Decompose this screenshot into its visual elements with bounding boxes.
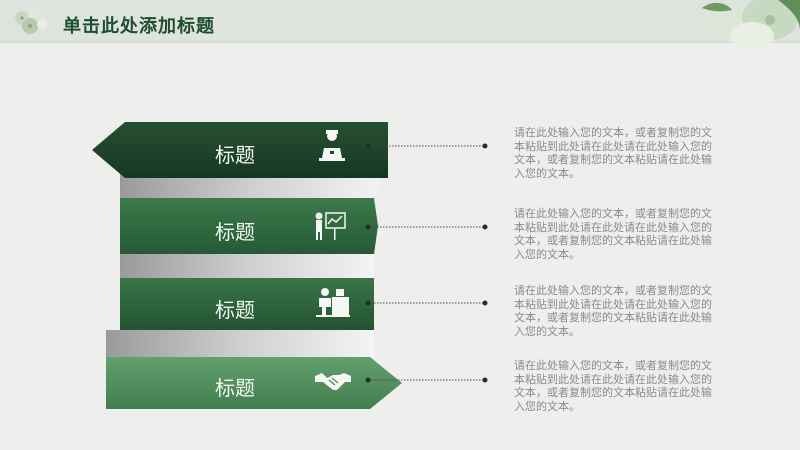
office-worker-icon xyxy=(316,288,350,317)
connector-dot xyxy=(482,224,488,230)
description-text-2: 请在此处输入您的文本，或者复制您的文本粘贴到此处请在此处请在此处输入您的文本，或… xyxy=(514,207,712,261)
title-band-1[interactable] xyxy=(92,122,388,178)
band-title-2: 标题 xyxy=(215,220,255,244)
connector-dot xyxy=(365,143,371,149)
connector-dot xyxy=(482,143,488,149)
title-band-3[interactable] xyxy=(120,278,374,330)
description-text-4: 请在此处输入您的文本，或者复制您的文本粘贴到此处请在此处请在此处输入您的文本，或… xyxy=(514,359,712,413)
connector-dot xyxy=(365,377,371,383)
ribbon-fold xyxy=(120,252,374,278)
flower-decoration-icon xyxy=(702,0,800,48)
connector-dot xyxy=(365,300,371,306)
ribbon-fold xyxy=(106,330,374,357)
band-title-3: 标题 xyxy=(215,298,255,322)
connector-dot xyxy=(482,377,488,383)
flower-decoration-icon xyxy=(15,8,47,34)
presentation-board-icon xyxy=(315,212,346,240)
title-band-4[interactable] xyxy=(106,357,402,409)
title-band-2[interactable] xyxy=(120,198,378,254)
description-text-1: 请在此处输入您的文本，或者复制您的文本粘贴到此处请在此处请在此处输入您的文本，或… xyxy=(514,126,712,180)
handshake-icon xyxy=(315,373,351,390)
connector-dot xyxy=(482,300,488,306)
presenter-laptop-icon xyxy=(319,130,345,161)
description-text-3: 请在此处输入您的文本，或者复制您的文本粘贴到此处请在此处请在此处输入您的文本，或… xyxy=(514,284,712,338)
header-bar: 单击此处添加标题 xyxy=(0,0,800,48)
ribbon-fold xyxy=(120,173,383,198)
band-title-4: 标题 xyxy=(215,376,255,400)
band-title-1: 标题 xyxy=(215,143,255,167)
connector-dot xyxy=(365,224,371,230)
slide-title[interactable]: 单击此处添加标题 xyxy=(63,16,215,37)
